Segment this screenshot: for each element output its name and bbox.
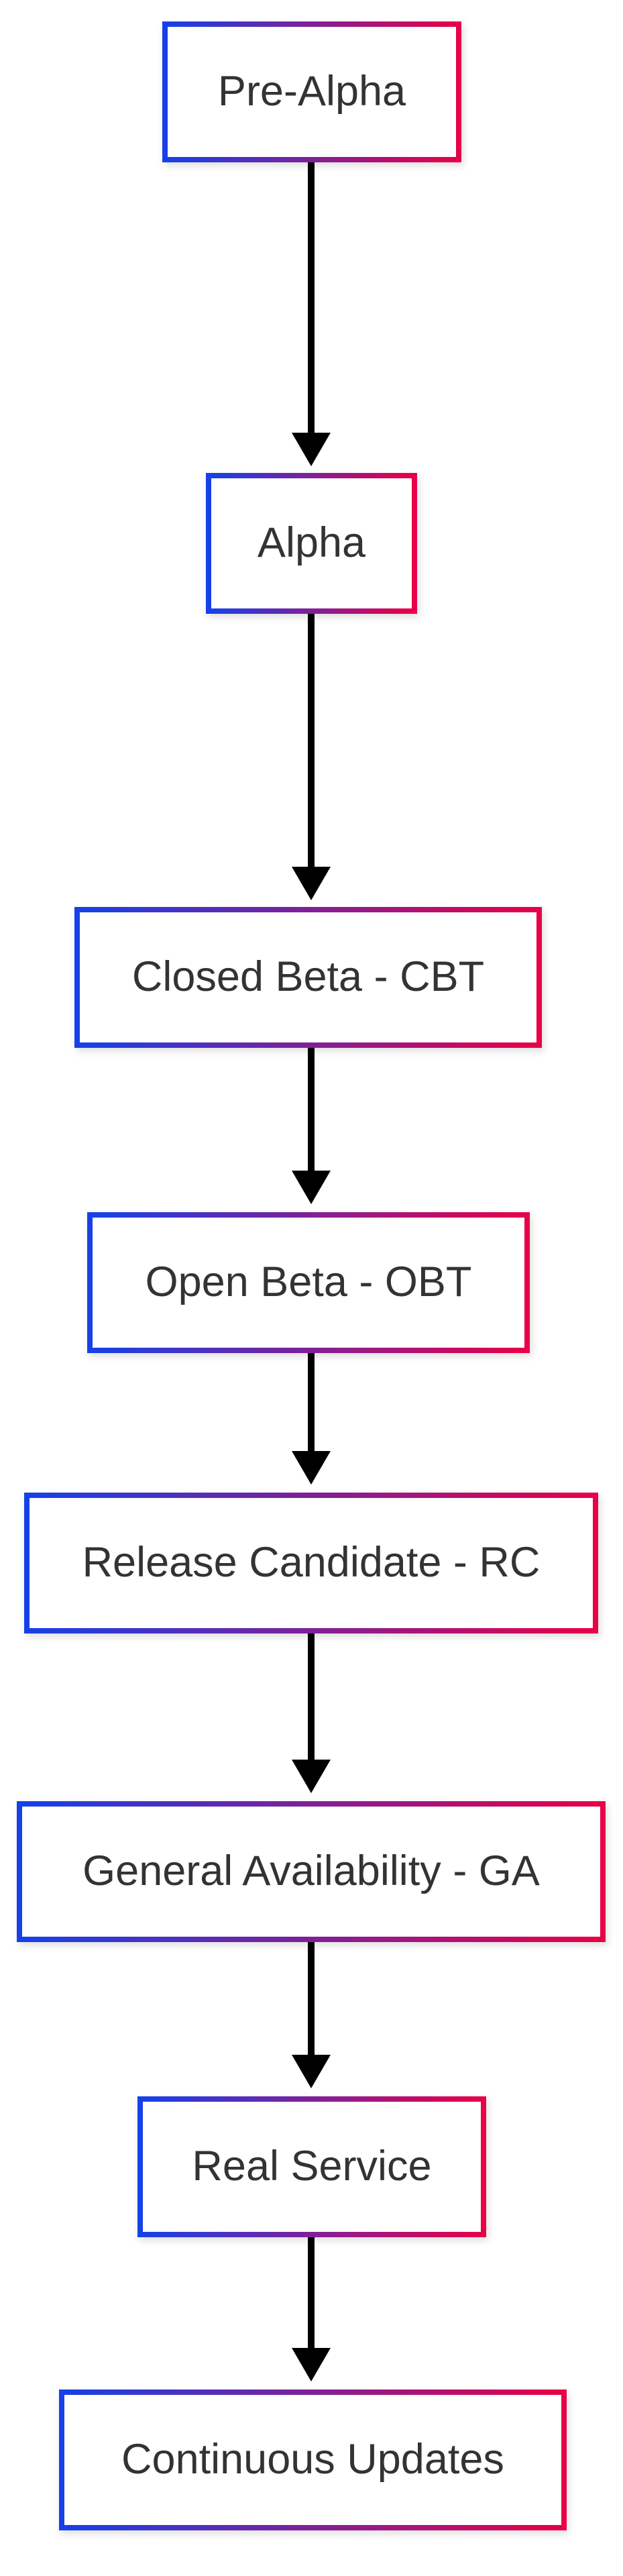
node-label: Closed Beta - CBT [131,953,485,1001]
arrow-line-real-service-to-continuous-updates [308,2237,315,2348]
arrow-head-real-service-to-continuous-updates [292,2348,331,2381]
arrow-head-open-beta-to-release-candidate [292,1451,331,1485]
arrow-head-alpha-to-closed-beta [292,867,331,900]
node-label: Open Beta - OBT [145,1258,472,1306]
node-general-availability: General Availability - GA [17,1801,606,1942]
node-alpha: Alpha [206,473,417,614]
arrow-line-closed-beta-to-open-beta [308,1048,315,1171]
node-label: Continuous Updates [121,2436,504,2483]
arrow-line-open-beta-to-release-candidate [308,1353,315,1451]
node-continuous-updates: Continuous Updates [59,2390,567,2530]
node-pre-alpha: Pre-Alpha [162,21,461,162]
node-label: General Availability - GA [82,1847,540,1895]
arrow-line-pre-alpha-to-alpha [308,162,315,433]
node-label: Real Service [192,2143,432,2190]
arrow-line-general-availability-to-real-service [308,1942,315,2055]
node-label: Release Candidate - RC [82,1539,541,1587]
arrow-line-alpha-to-closed-beta [308,614,315,867]
node-release-candidate: Release Candidate - RC [24,1493,598,1633]
arrow-head-general-availability-to-real-service [292,2055,331,2088]
arrow-head-closed-beta-to-open-beta [292,1171,331,1204]
arrow-head-pre-alpha-to-alpha [292,433,331,466]
node-open-beta: Open Beta - OBT [87,1212,530,1353]
node-real-service: Real Service [137,2096,486,2237]
node-label: Alpha [257,519,366,567]
arrow-head-release-candidate-to-general-availability [292,1760,331,1793]
node-closed-beta: Closed Beta - CBT [74,907,542,1048]
node-label: Pre-Alpha [217,68,406,115]
arrow-line-release-candidate-to-general-availability [308,1633,315,1760]
